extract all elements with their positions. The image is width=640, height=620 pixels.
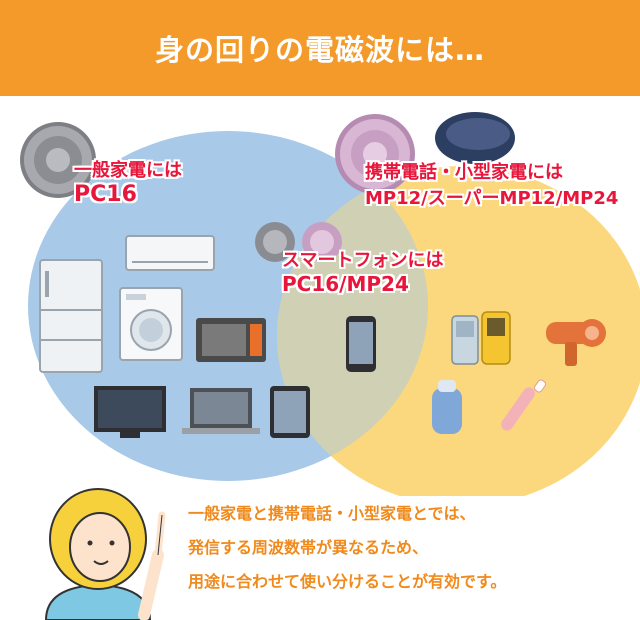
toothbrush-icon	[501, 379, 547, 431]
description-line2: 発信する周波数帯が異なるため、	[188, 538, 429, 557]
microwave-icon	[196, 318, 266, 362]
blue-case-icon	[435, 112, 515, 164]
air-conditioner-icon	[125, 235, 215, 271]
general-appliance-product: PC16	[74, 182, 137, 207]
small-silver-chip-icon	[255, 222, 295, 262]
feature-phone-icon	[451, 315, 479, 365]
venn-scene: 一般家電には PC16 携帯電話・小型家電には MP12/スーパーMP12/MP…	[0, 96, 640, 496]
mobile-appliance-label: 携帯電話・小型家電には MP12/スーパーMP12/MP24	[365, 158, 618, 210]
description-line1: 一般家電と携帯電話・小型家電とでは、	[188, 504, 476, 523]
description: 一般家電と携帯電話・小型家電とでは、 発信する周波数帯が異なるため、 用途に合わ…	[188, 497, 628, 599]
flip-phone-icon	[481, 311, 511, 365]
television-icon	[94, 386, 166, 438]
smartphone-product: PC16/MP24	[282, 272, 409, 296]
refrigerator-icon	[39, 259, 103, 373]
silver-chip-icon	[20, 122, 96, 198]
smartphone-label: スマートフォンには PC16/MP24	[282, 246, 443, 296]
washing-machine-icon	[119, 287, 183, 361]
smartphone-line1: スマートフォンには	[282, 250, 444, 271]
general-appliance-label: 一般家電には PC16	[74, 156, 182, 207]
general-appliance-line1: 一般家電には	[74, 160, 182, 181]
banner-title: 身の回りの電磁波には…	[154, 33, 485, 67]
laptop-icon	[182, 388, 260, 434]
hair-dryer-icon	[546, 319, 606, 366]
description-line3: 用途に合わせて使い分けることが有効です。	[188, 572, 507, 591]
smartphone-icon	[346, 316, 376, 372]
mobile-appliance-line1: 携帯電話・小型家電には	[365, 162, 563, 183]
header-banner: 身の回りの電磁波には…	[0, 0, 640, 96]
mobile-appliance-product: MP12/スーパーMP12/MP24	[365, 188, 619, 209]
shaver-icon	[432, 380, 462, 434]
woman-pointing-icon	[44, 488, 166, 620]
small-pink-chip-icon	[302, 222, 342, 262]
bottom-section	[0, 485, 640, 620]
pink-chip-icon	[335, 114, 415, 194]
tablet-icon	[270, 386, 310, 438]
